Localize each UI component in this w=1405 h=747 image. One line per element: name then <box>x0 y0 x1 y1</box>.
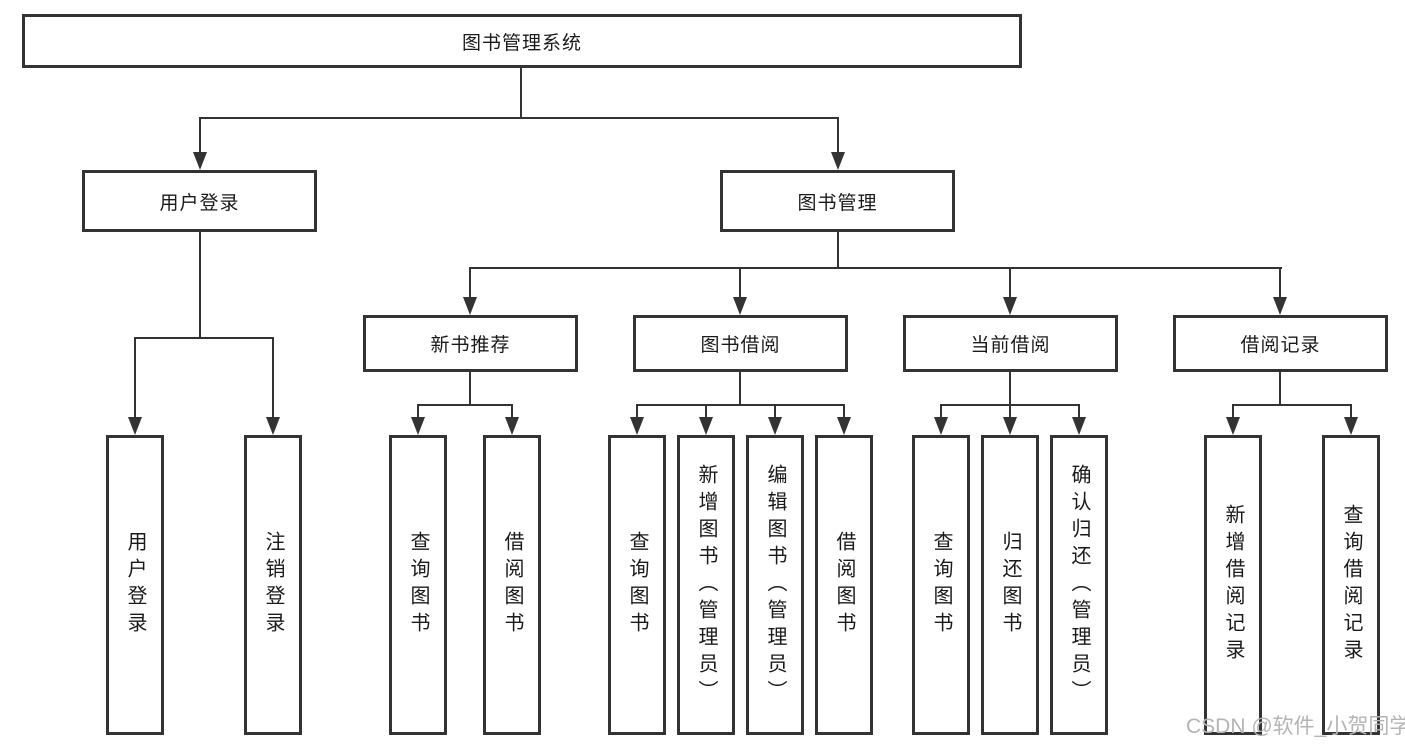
node-new-book-recommend: 新书推荐 <box>363 315 578 372</box>
arrowhead-down-icon <box>837 417 851 435</box>
leaf-confirm-return-admin: 确认归还（管理员） <box>1050 435 1108 735</box>
connector-line <box>1078 404 1080 420</box>
leaf-add-book-admin: 新增图书（管理员） <box>677 435 735 735</box>
leaf-label: 用户登录 <box>124 531 146 639</box>
connector-line <box>134 337 274 339</box>
arrowhead-down-icon <box>1003 417 1017 435</box>
leaf-label: 借阅图书 <box>833 531 855 639</box>
connector-line <box>520 68 522 118</box>
node-book-borrowing: 图书借阅 <box>633 315 848 372</box>
connector-line <box>636 404 638 420</box>
leaf-borrow-books: 借阅图书 <box>815 435 873 735</box>
node-label: 图书管理系统 <box>461 32 582 54</box>
arrowhead-down-icon <box>699 417 713 435</box>
connector-line <box>843 404 845 420</box>
connector-line <box>739 267 741 300</box>
connector-line <box>1009 404 1011 420</box>
arrowhead-down-icon <box>1273 297 1287 315</box>
connector-line <box>1279 372 1281 406</box>
arrowhead-down-icon <box>266 417 280 435</box>
arrowhead-down-icon <box>1344 417 1358 435</box>
leaf-label: 注销登录 <box>262 531 284 639</box>
leaf-edit-book-admin: 编辑图书（管理员） <box>746 435 804 735</box>
node-label: 借阅记录 <box>1240 335 1321 356</box>
arrowhead-down-icon <box>505 417 519 435</box>
connector-line <box>705 404 707 420</box>
connector-line <box>1009 267 1011 300</box>
leaf-label: 新增图书（管理员） <box>695 463 717 707</box>
leaf-query-books-recommend: 查询图书 <box>389 435 447 735</box>
leaf-label: 查询借阅记录 <box>1340 504 1362 666</box>
leaf-borrow-books-recommend: 借阅图书 <box>483 435 541 735</box>
node-user-login: 用户登录 <box>82 170 317 232</box>
leaf-return-book: 归还图书 <box>981 435 1039 735</box>
connector-line <box>1232 404 1234 420</box>
leaf-label: 编辑图书（管理员） <box>764 463 786 707</box>
leaf-label: 查询图书 <box>930 531 952 639</box>
connector-line <box>199 232 201 338</box>
node-label: 图书管理 <box>797 192 878 214</box>
arrowhead-down-icon <box>193 152 207 170</box>
connector-line <box>739 372 741 406</box>
node-current-borrowing: 当前借阅 <box>903 315 1118 372</box>
leaf-add-borrow-record: 新增借阅记录 <box>1204 435 1262 735</box>
connector-line <box>511 404 513 420</box>
connector-line <box>837 232 839 269</box>
connector-line <box>1350 404 1352 420</box>
leaf-label: 查询图书 <box>407 531 429 639</box>
connector-line <box>199 117 201 157</box>
arrowhead-down-icon <box>831 152 845 170</box>
connector-line <box>940 404 942 420</box>
connector-line <box>469 267 471 300</box>
leaf-label: 借阅图书 <box>501 531 523 639</box>
connector-line <box>774 404 776 420</box>
connector-line <box>417 404 419 420</box>
leaf-label: 新增借阅记录 <box>1222 504 1244 666</box>
leaf-label: 归还图书 <box>999 531 1021 639</box>
connector-line <box>134 337 136 422</box>
arrowhead-down-icon <box>1072 417 1086 435</box>
node-label: 当前借阅 <box>970 335 1051 356</box>
arrowhead-down-icon <box>1003 297 1017 315</box>
leaf-query-borrow-record: 查询借阅记录 <box>1322 435 1380 735</box>
connector-line <box>1279 267 1281 300</box>
node-label: 用户登录 <box>159 192 240 214</box>
connector-line <box>199 117 839 119</box>
connector-line <box>417 404 513 406</box>
connector-line <box>469 372 471 406</box>
connector-line <box>636 404 845 406</box>
leaf-user-login: 用户登录 <box>106 435 164 735</box>
arrowhead-down-icon <box>733 297 747 315</box>
arrowhead-down-icon <box>411 417 425 435</box>
watermark: CSDN @软件_小贺同学 <box>1186 715 1405 738</box>
connector-line <box>1232 404 1352 406</box>
leaf-query-books-current: 查询图书 <box>912 435 970 735</box>
node-label: 图书借阅 <box>700 335 781 356</box>
node-borrow-records: 借阅记录 <box>1173 315 1388 372</box>
leaf-label: 确认归还（管理员） <box>1068 463 1090 707</box>
connector-line <box>837 117 839 157</box>
node-label: 新书推荐 <box>430 335 511 356</box>
arrowhead-down-icon <box>128 417 142 435</box>
arrowhead-down-icon <box>463 297 477 315</box>
arrowhead-down-icon <box>630 417 644 435</box>
arrowhead-down-icon <box>934 417 948 435</box>
connector-line <box>272 337 274 422</box>
leaf-query-books-borrowing: 查询图书 <box>608 435 666 735</box>
connector-line <box>1009 372 1011 406</box>
node-book-management: 图书管理 <box>720 170 955 232</box>
node-library-system: 图书管理系统 <box>22 14 1022 68</box>
connector-line <box>469 267 1282 269</box>
arrowhead-down-icon <box>1226 417 1240 435</box>
arrowhead-down-icon <box>768 417 782 435</box>
leaf-logout: 注销登录 <box>244 435 302 735</box>
leaf-label: 查询图书 <box>626 531 648 639</box>
